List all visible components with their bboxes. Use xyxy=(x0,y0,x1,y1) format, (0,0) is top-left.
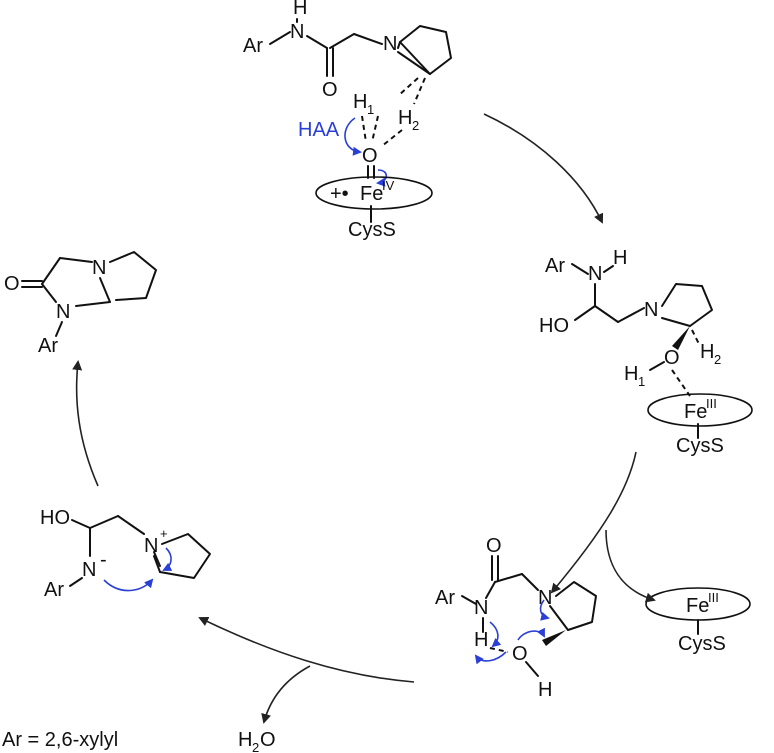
label-radical-cation: +• xyxy=(330,183,349,205)
heme-ellipse xyxy=(647,393,753,427)
svg-text:H: H xyxy=(238,729,252,751)
label-n: N xyxy=(588,263,602,285)
label-n: N xyxy=(290,21,304,43)
heme-ellipse xyxy=(315,176,433,210)
label-ar: Ar xyxy=(44,579,64,601)
label-ar: Ar xyxy=(243,35,263,57)
structure-hydroxylated-intermediate: Ar N H HO N H 2 O H 1 Fe III CysS xyxy=(539,247,753,457)
label-n-ring: N xyxy=(383,33,397,55)
arrow-ferric-release xyxy=(550,451,637,594)
label-h2: H xyxy=(700,341,714,363)
label-n-bridge: N xyxy=(92,257,106,279)
label-cyss: CysS xyxy=(678,633,726,655)
label-n: N xyxy=(56,301,70,323)
label-h: H xyxy=(293,0,307,19)
label-h1-sub: 1 xyxy=(638,374,645,389)
arrow-cyclization xyxy=(72,360,99,487)
arrow-hydroxylation xyxy=(483,113,604,224)
structure-bicyclic-product: O N N Ar xyxy=(4,251,157,357)
arrow-water-loss xyxy=(261,665,311,724)
label-h-nh: H xyxy=(474,629,488,651)
ar-definition: Ar = 2,6-xylyl xyxy=(2,729,118,751)
water-label: H 2 O xyxy=(238,729,276,753)
label-h1: H xyxy=(624,363,638,385)
label-cyss: CysS xyxy=(348,219,396,241)
label-fe: Fe xyxy=(686,595,709,617)
label-n: N xyxy=(82,559,96,581)
cycle-arrows xyxy=(72,113,656,724)
label-h2-sub: 2 xyxy=(714,352,721,367)
label-o: O xyxy=(4,273,20,295)
structure-iminium-intermediate: HO N - Ar N + xyxy=(40,507,211,601)
label-h1: H xyxy=(353,91,367,113)
label-o-hydroxyl: O xyxy=(512,643,528,665)
label-n-plus-atom: N xyxy=(144,535,158,557)
label-ar: Ar xyxy=(38,335,58,357)
label-o: O xyxy=(322,79,338,101)
label-h2: H xyxy=(398,107,412,129)
label-o-oxo: O xyxy=(362,145,378,167)
label-o: O xyxy=(664,347,680,369)
label-fe-iii: III xyxy=(706,396,717,411)
label-n-plus: + xyxy=(160,526,168,541)
label-h1-sub: 1 xyxy=(367,102,374,117)
label-fe-iv: IV xyxy=(382,178,395,193)
label-h: H xyxy=(613,247,627,269)
label-n-ring: N xyxy=(644,299,658,321)
label-ar: Ar xyxy=(435,587,455,609)
structure-carbinolamine: O Ar N N O H H xyxy=(435,535,597,701)
label-h-oh: H xyxy=(538,679,552,701)
label-cyss: CysS xyxy=(676,435,724,457)
arrow-to-ferric-heme xyxy=(605,529,656,603)
label-ho: HO xyxy=(40,507,70,529)
svg-text:2: 2 xyxy=(252,740,259,753)
svg-text:O: O xyxy=(260,729,276,751)
structure-substrate-compound-i: Ar N H O N H 1 H 2 HAA O +• Fe xyxy=(243,0,452,241)
label-fe: Fe xyxy=(684,401,707,423)
arrow-dehydration xyxy=(198,616,415,683)
label-haa: HAA xyxy=(298,119,340,141)
label-ar: Ar xyxy=(545,255,565,277)
label-fe-iii: III xyxy=(708,590,719,605)
label-ho: HO xyxy=(539,315,569,337)
label-n: N xyxy=(474,597,488,619)
structure-ferric-heme: Fe III CysS xyxy=(645,587,751,655)
label-fe: Fe xyxy=(360,183,383,205)
label-o: O xyxy=(486,535,502,557)
label-h2-sub: 2 xyxy=(412,118,419,133)
label-n-minus: - xyxy=(100,549,107,571)
